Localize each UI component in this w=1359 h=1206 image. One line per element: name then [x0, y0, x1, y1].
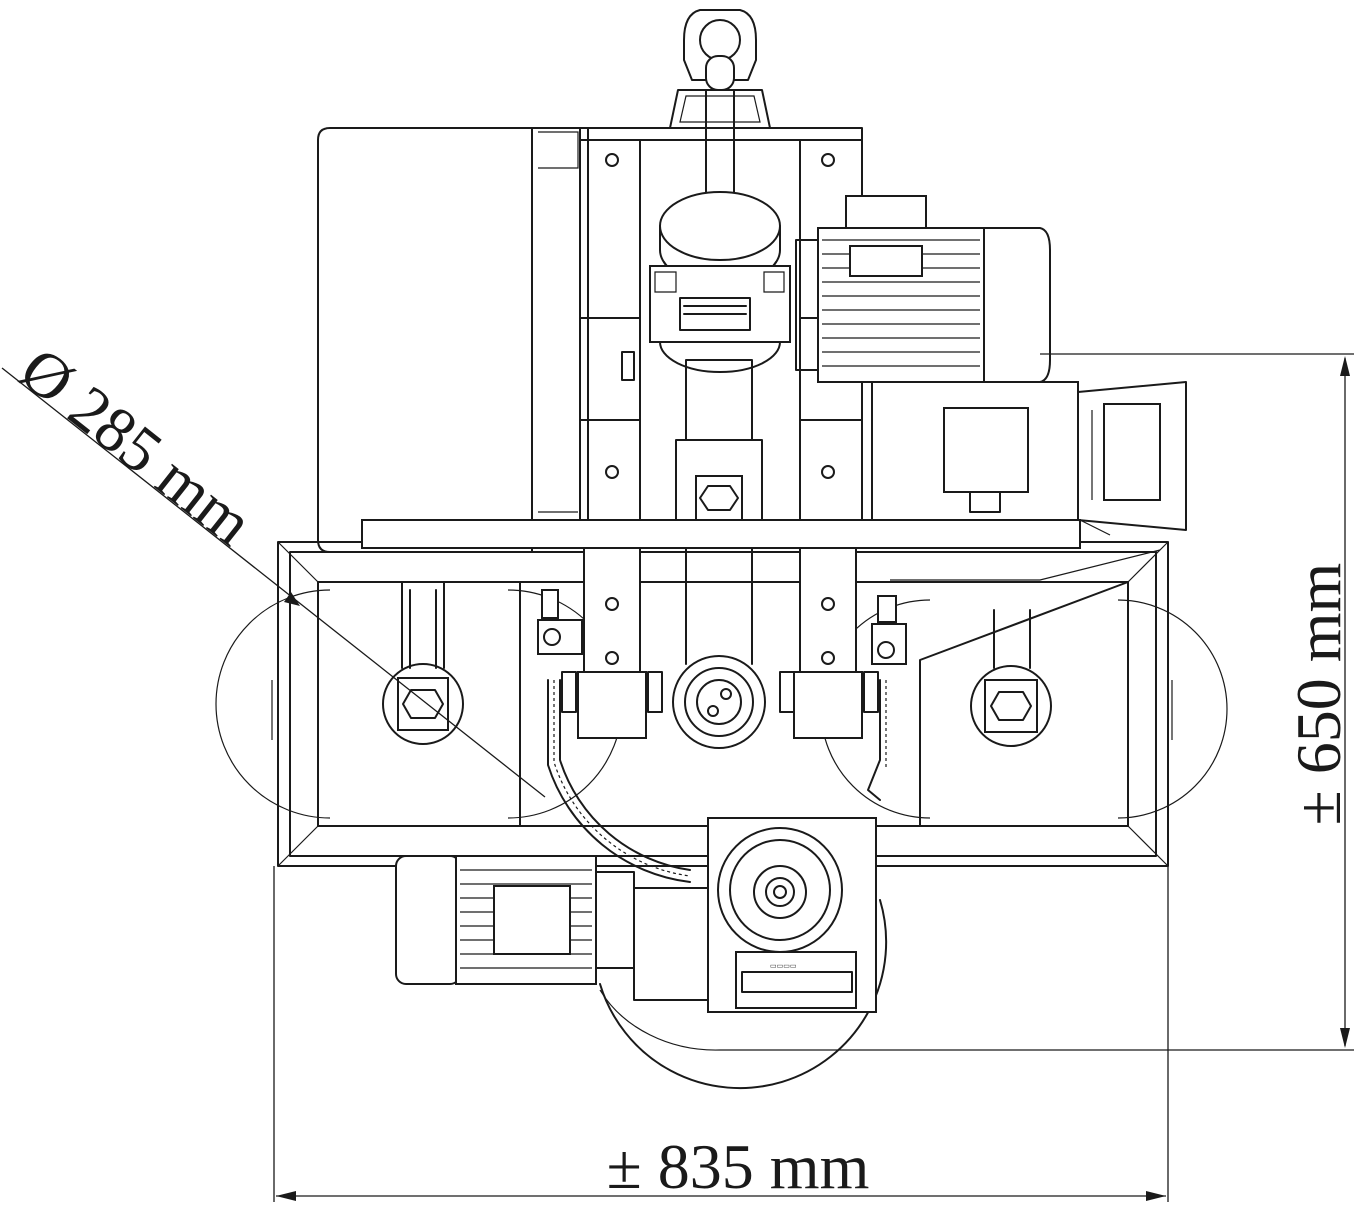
left-housing: [317, 127, 589, 553]
height-label: ± 650 mm: [1283, 563, 1354, 826]
width-dimension: ± 835 mm: [273, 866, 1169, 1202]
central-column: [672, 359, 766, 749]
top-cylinder: [621, 191, 791, 381]
right-gearbox: [871, 381, 1187, 531]
gear-ring: [547, 679, 887, 883]
lifting-eye: [669, 9, 771, 237]
worm-gearbox: ▭▭▭▭: [599, 817, 888, 1090]
diameter-label: Ø 285 mm: [7, 333, 266, 558]
side-clamps: [537, 589, 907, 665]
lower-motor: [395, 855, 711, 1001]
diameter-dimension: Ø 285 mm: [1, 333, 546, 798]
upper-motor: [795, 195, 1051, 383]
cross-beam: [361, 519, 1111, 549]
gearbox-nameplate: ▭▭▭▭: [770, 963, 796, 970]
left-drum: [215, 581, 623, 827]
support-arms: [561, 547, 879, 739]
height-dimension: ± 650 mm: [720, 353, 1354, 1051]
right-drum: [820, 549, 1228, 827]
width-label: ± 835 mm: [607, 1131, 870, 1202]
